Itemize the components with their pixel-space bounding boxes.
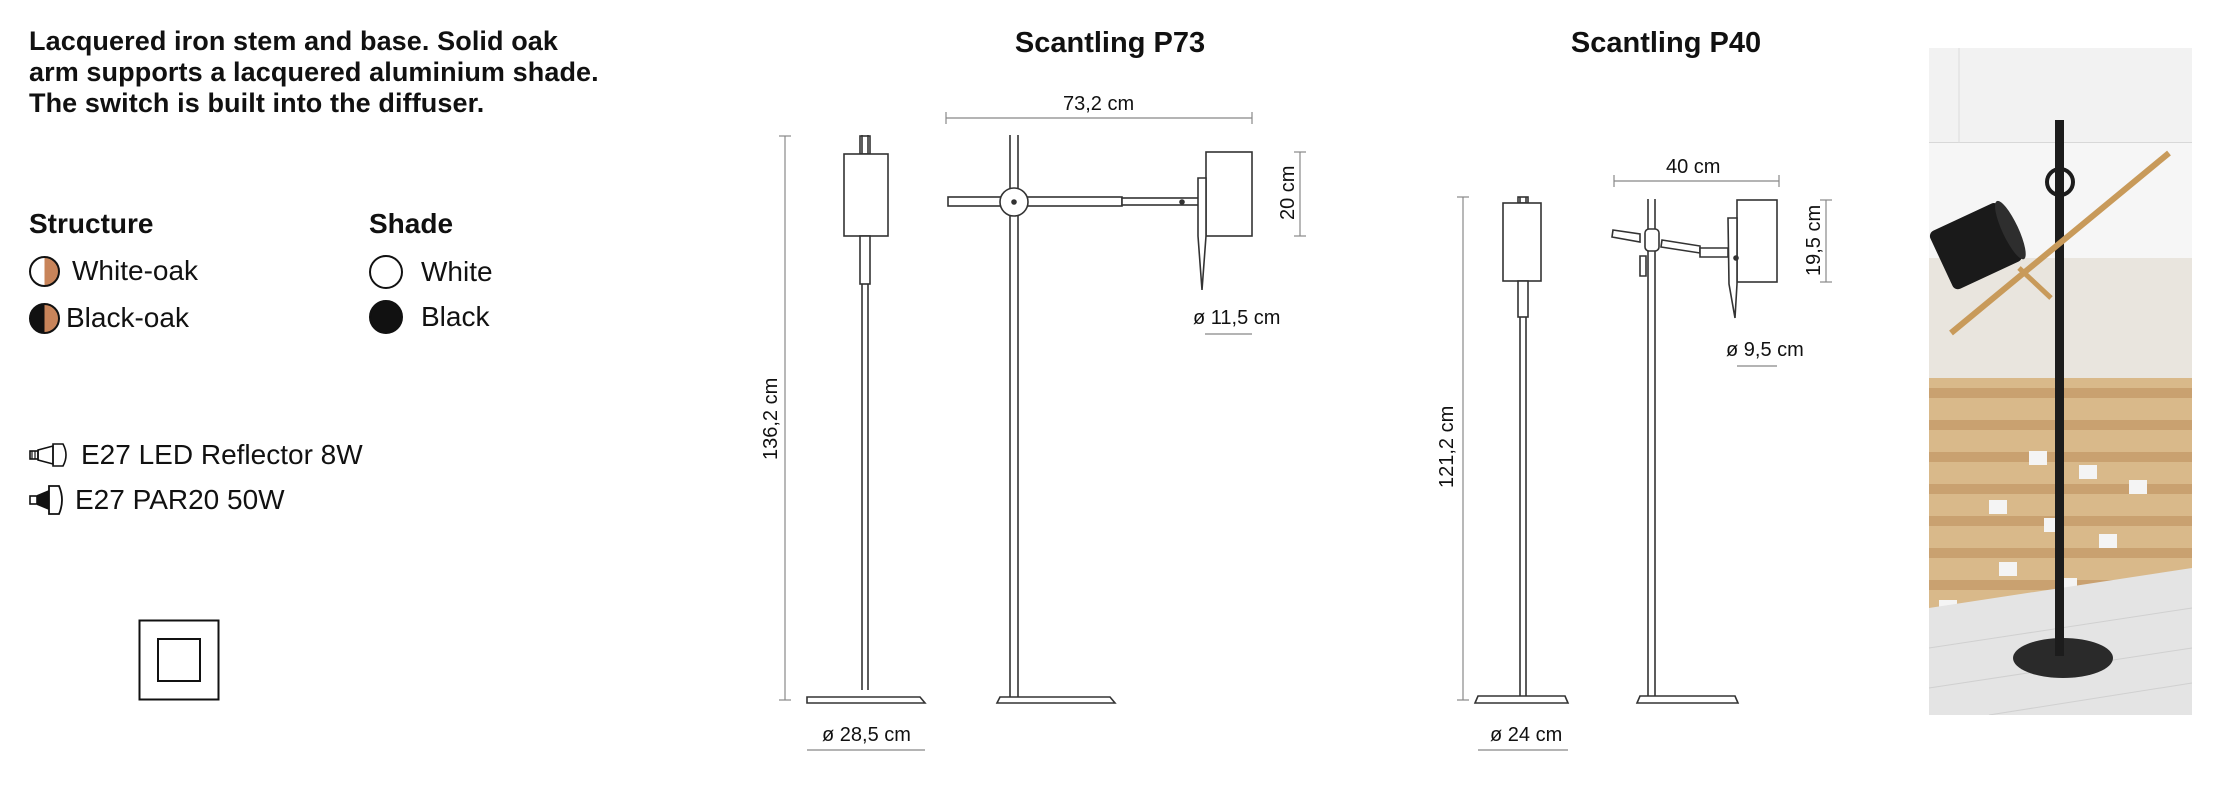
p40-front-view [1473,196,1570,704]
shade-title: Shade [369,208,454,239]
p73-height-label: 136,2 cm [760,377,782,460]
p73-base-diameter-label: ø 28,5 cm [822,724,911,746]
finish-option-label: Black-oak [66,302,189,333]
led-reflector-bulb-icon [29,443,67,467]
finish-option-label: White [421,256,493,287]
bulb-spec-label: E27 PAR20 50W [75,484,285,515]
p73-side-view [947,135,1253,704]
white-swatch-icon [369,255,403,289]
bulb-spec-par20: E27 PAR20 50W [29,484,285,516]
class-ii-insulation-icon [138,619,220,701]
bulb-spec-label: E27 LED Reflector 8W [81,439,363,470]
finish-option-black[interactable]: Black [369,300,489,334]
p73-shade-height-label: 20 cm [1277,165,1299,220]
finish-option-white-oak[interactable]: White-oak [29,255,198,287]
par20-bulb-icon [29,485,63,515]
model-title-p40: Scantling P40 [1570,27,1762,59]
finish-option-label: Black [421,301,490,332]
model-title-p73: Scantling P73 [1014,27,1206,59]
finish-option-white[interactable]: White [369,255,493,289]
p73-shade-diameter-label: ø 11,5 cm [1193,307,1281,329]
white-oak-swatch-icon [29,255,60,287]
product-photo [1929,48,2192,715]
p40-shade-height-label: 19,5 cm [1803,204,1825,276]
p40-technical-drawing [1457,175,1832,751]
p40-width-label: 40 cm [1666,156,1721,178]
p73-front-view [806,135,927,704]
p40-height-label: 121,2 cm [1436,405,1458,488]
bulb-spec-led: E27 LED Reflector 8W [29,439,363,471]
p40-base-diameter-label: ø 24 cm [1490,724,1563,746]
black-swatch-icon [369,300,403,334]
p40-shade-diameter-label: ø 9,5 cm [1726,339,1804,361]
p73-width-label: 73,2 cm [1063,93,1135,115]
p73-technical-drawing [779,112,1306,751]
black-oak-swatch-icon [29,302,60,334]
finish-option-black-oak[interactable]: Black-oak [29,302,189,334]
p40-side-view [1611,199,1778,704]
structure-title: Structure [29,208,154,239]
finish-option-label: White-oak [72,255,199,286]
product-description: Lacquered iron stem and base. Solid oak … [29,26,599,118]
